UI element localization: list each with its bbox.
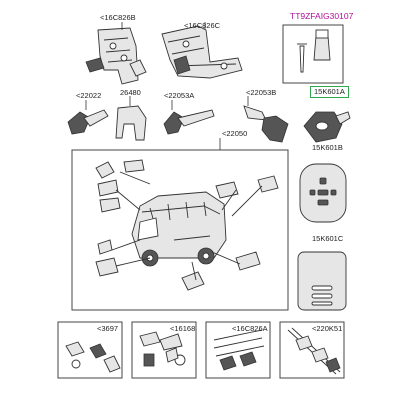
- part-label-22053b: <22053B: [246, 88, 277, 97]
- lock-bracket-left: [85, 22, 147, 85]
- part-label-15k601c: 15K601C: [312, 234, 344, 243]
- lock-cylinders: [95, 159, 279, 291]
- part-label-220k51: <220K51: [312, 324, 343, 333]
- part-label-3697: <3697: [97, 324, 119, 333]
- key-22022: [67, 100, 109, 135]
- part-label-22053a: <22053A: [164, 91, 195, 100]
- repair-kit-3697: [57, 321, 123, 379]
- part-label-16c826b: <16C826B: [100, 13, 136, 22]
- part-label-15k601a: 15K601A: [310, 86, 349, 98]
- repair-kit-16168: [131, 321, 197, 379]
- repair-kit-16c826a: [205, 321, 271, 379]
- part-label-16168: <16168: [170, 324, 196, 333]
- key-fob-15k601c: [297, 251, 347, 311]
- part-label-16c826c: <16C826C: [184, 21, 221, 30]
- key-22053b: [243, 96, 289, 143]
- repair-kit-220k51: [279, 321, 345, 379]
- reference-code: TT9ZFAIG30107: [290, 11, 354, 21]
- key-fob-15k601b: [299, 163, 347, 223]
- part-label-15k601b: 15K601B: [312, 143, 343, 152]
- part-label-22050: <22050: [222, 129, 248, 138]
- lock-set-box: [71, 138, 289, 311]
- cover-26480: [115, 96, 147, 141]
- fastener-kit-box: [282, 24, 344, 84]
- lock-bracket-right: [161, 22, 243, 79]
- part-label-22022: <22022: [76, 91, 102, 100]
- part-label-16c826a: <16C826A: [232, 324, 268, 333]
- key-22053a: [163, 100, 215, 135]
- key-fob-15k601a: [303, 111, 351, 143]
- part-label-26480: 26480: [120, 88, 141, 97]
- van-illustration: [131, 191, 227, 267]
